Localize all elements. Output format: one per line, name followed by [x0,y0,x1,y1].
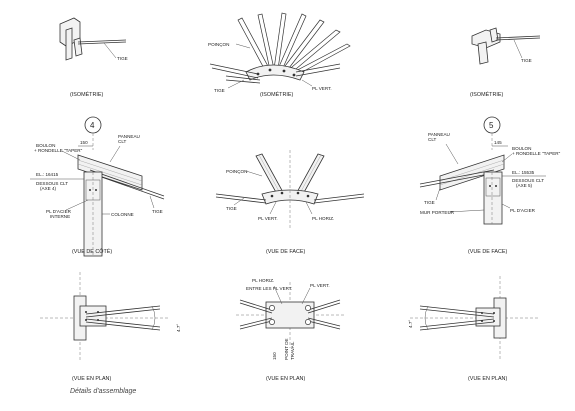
side-left-rondelle-label: + RONDELLE "TAPER" [34,148,83,153]
figure-caption: Détails d'assemblage [70,388,137,395]
face-right-tige-label: TIGE [424,200,435,205]
plan-left-angle-label: 4.7° [176,324,181,332]
side-left-el-label-2: DESSOUS CLT [36,181,68,186]
iso-left-view: TIGE (ISOMÉTRIE) [59,17,128,98]
face-right-caption: (VUE DE FACE) [468,249,507,255]
face-right-el-label-2: DESSOUS CLT [512,178,544,183]
plan-center-point-label: POINT DE [284,338,289,360]
face-right-rondelle-label: + RONDELLE "TAPER" [512,151,561,156]
axis-marker-4-label: 4 [90,121,95,130]
plan-center-travail-label: TRAVAIL [290,341,295,360]
plan-left-caption: (VUE EN PLAN) [72,376,111,382]
face-center-tige-label: TIGE [226,206,237,211]
plan-right-angle-label: 4.7° [408,320,413,328]
iso-center-pl-vert-label: PL VERT. [312,86,332,91]
axis-marker-5-label: 5 [489,121,494,130]
plan-center-caption: (VUE EN PLAN) [266,376,305,382]
plan-center-pl-vert-label: PL VERT. [310,283,330,288]
iso-left-caption: (ISOMÉTRIE) [70,91,103,98]
side-left-dim-label: 150 [80,140,88,145]
side-left-panneau-label-2: CLT [118,139,127,144]
plan-center-dim-label: 150 [272,352,277,360]
face-right-el-label-3: (AXE 5) [516,183,533,188]
iso-center-view: POINÇON TIGE PL VERT. (ISOMÉTRIE) [208,12,351,98]
iso-center-poincon-label: POINÇON [208,42,229,47]
face-right-boulon-label: BOULON [512,146,531,151]
face-center-pl-vert-label: PL VERT. [258,216,278,221]
face-right-view: 5 145 PANNEAU CLT BOULON + RONDELLE "TAP… [419,116,561,255]
plan-center-entre-label: ENTRE LES PL VERT. [246,286,292,291]
iso-center-tige-label: TIGE [214,88,225,93]
iso-right-view: TIGE (ISOMÉTRIE) [470,27,541,98]
side-left-el-label-1: EL.: 16415 [36,172,59,177]
face-right-el-label-1: EL.: 15535 [512,170,535,175]
face-right-panneau-label-1: PANNEAU [428,132,450,137]
face-center-caption: (VUE DE FACE) [266,249,305,255]
face-center-poincon-label: POINÇON [226,169,247,174]
side-left-colonne-label: COLONNE [111,212,134,217]
face-center-pl-horiz-label: PL HORIZ. [312,216,334,221]
face-right-dim-label: 145 [494,140,502,145]
side-left-caption: (VUE DE CÔTÉ) [72,248,112,255]
side-left-panneau-label-1: PANNEAU [118,134,140,139]
side-left-view: 4 150 BOULON + RONDELLE "TAPER" PANNEAU … [30,116,165,257]
iso-center-caption: (ISOMÉTRIE) [260,91,293,98]
face-center-view: POINÇON TIGE PL VERT. PL HORIZ. (VUE DE … [215,150,365,255]
plan-center-pl-horiz-label: PL HORIZ. [252,278,274,283]
iso-left-tige-label: TIGE [117,56,128,61]
face-right-panneau-label-2: CLT [428,137,437,142]
side-left-boulon-label: BOULON [36,143,55,148]
plan-center-view: PL HORIZ. ENTRE LES PL VERT. PL VERT. 15… [236,278,346,382]
side-left-pl-acier-label-2: INTERNE [50,214,70,219]
plan-left-view: 4.7° (VUE EN PLAN) [40,272,181,382]
plan-right-caption: (VUE EN PLAN) [468,376,507,382]
iso-right-caption: (ISOMÉTRIE) [470,91,503,98]
side-left-el-label-3: (AXE 4) [40,186,57,191]
side-left-pl-acier-label-1: PL D'ACIER [46,209,72,214]
face-right-pl-acier-label: PL D'ACIER [510,208,536,213]
plan-right-view: 4.7° (VUE EN PLAN) [408,276,540,382]
face-right-mur-porteur-label: MUR PORTEUR [420,210,455,215]
iso-right-tige-label: TIGE [521,58,532,63]
side-left-tige-label: TIGE [152,209,163,214]
